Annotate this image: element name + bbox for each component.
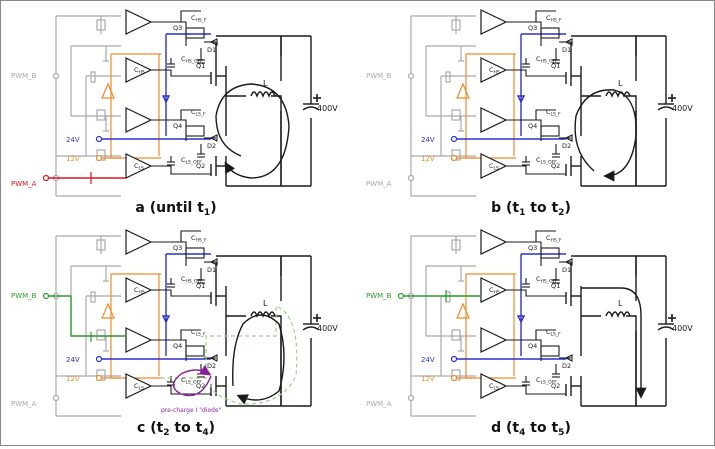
- label-d1: D1: [562, 46, 571, 54]
- label-q1: Q1: [551, 282, 560, 290]
- label-q4: Q4: [173, 342, 182, 350]
- label-d2: D2: [562, 362, 571, 370]
- label-chs-f: CHS_F: [546, 234, 562, 244]
- label-12v: 12V: [66, 155, 80, 163]
- label-chs-f: CHS_F: [546, 14, 562, 24]
- label-d2: D2: [562, 142, 571, 150]
- label-d1: D1: [207, 46, 216, 54]
- label-cls-f: CLS_F: [546, 108, 561, 118]
- panel-caption: b (t1 to t2): [491, 200, 571, 218]
- label-12v: 12V: [66, 375, 80, 383]
- label-q1: Q1: [551, 62, 560, 70]
- current-path-dashed: [161, 305, 298, 405]
- current-loop: [232, 314, 285, 405]
- label-inductor: L: [263, 299, 268, 308]
- label-q2: Q2: [551, 162, 560, 170]
- label-chs-f: CHS_F: [191, 234, 207, 244]
- label-cls-f: CLS_F: [191, 108, 206, 118]
- label-cls-off: CLS_OFF: [181, 376, 202, 386]
- label-chs-off: CHS_OFF: [536, 55, 558, 65]
- label-pwm-b: PWM_B: [366, 292, 392, 300]
- pwm-b-terminal: [42, 292, 50, 300]
- label-24v: 24V: [66, 136, 80, 144]
- precharge-loop: [172, 364, 212, 397]
- label-cls: CLS: [489, 162, 499, 172]
- label-bus-voltage: 400V: [672, 324, 693, 333]
- label-q4: Q4: [173, 122, 182, 130]
- label-chs-off: CHS_OFF: [181, 55, 203, 65]
- label-24v: 24V: [66, 356, 80, 364]
- label-chs-off: CHS_OFF: [536, 275, 558, 285]
- label-inductor: L: [263, 79, 268, 88]
- label-cls-f: CLS_F: [191, 328, 206, 338]
- label-chs-f: CHS_F: [191, 14, 207, 24]
- label-q1: Q1: [196, 62, 205, 70]
- label-q3: Q3: [173, 24, 182, 32]
- label-inductor: L: [618, 299, 623, 308]
- precharge-label: pre-charge I "diode": [161, 407, 222, 414]
- label-chs-off: CHS_OFF: [181, 275, 203, 285]
- label-d2: D2: [207, 142, 216, 150]
- label-chs: CHS: [134, 66, 145, 76]
- panel-caption: d (t4 to t5): [491, 420, 571, 438]
- pwm-a-terminal: [42, 174, 50, 182]
- pwm-b-wire: [46, 295, 126, 337]
- label-d2: D2: [207, 362, 216, 370]
- panel-caption: a (until t1): [135, 200, 216, 218]
- label-12v: 12V: [421, 375, 435, 383]
- label-bus-voltage: 400V: [672, 104, 693, 113]
- label-24v: 24V: [421, 136, 435, 144]
- label-q4: Q4: [528, 122, 537, 130]
- current-loop: [574, 89, 637, 182]
- label-cls: CLS: [489, 382, 499, 392]
- label-q3: Q3: [528, 24, 537, 32]
- label-bus-voltage: 400V: [317, 104, 338, 113]
- label-pwm-b: PWM_B: [11, 72, 37, 80]
- label-chs: CHS: [134, 286, 145, 296]
- label-chs: CHS: [489, 66, 500, 76]
- label-chs: CHS: [489, 286, 500, 296]
- label-cls-off: CLS_OFF: [181, 156, 202, 166]
- label-24v: 24V: [421, 356, 435, 364]
- label-12v: 12V: [421, 155, 435, 163]
- label-inductor: L: [618, 79, 623, 88]
- current-loop: [215, 83, 290, 179]
- label-pwm-a: PWM_A: [366, 400, 392, 408]
- label-pwm-b: PWM_B: [366, 72, 392, 80]
- label-cls-off: CLS_OFF: [536, 156, 557, 166]
- label-q4: Q4: [528, 342, 537, 350]
- label-pwm-a: PWM_A: [366, 180, 392, 188]
- label-d1: D1: [207, 266, 216, 274]
- label-cls-off: CLS_OFF: [536, 376, 557, 386]
- label-bus-voltage: 400V: [317, 324, 338, 333]
- label-cls: CLS: [134, 382, 144, 392]
- label-cls: CLS: [134, 162, 144, 172]
- label-q3: Q3: [528, 244, 537, 252]
- label-q2: Q2: [551, 382, 560, 390]
- pwm-b-terminal: [397, 292, 405, 300]
- panel-caption: c (t2 to t4): [137, 420, 215, 438]
- label-q2: Q2: [196, 162, 205, 170]
- label-cls-f: CLS_F: [546, 328, 561, 338]
- label-q1: Q1: [196, 282, 205, 290]
- label-d1: D1: [562, 266, 571, 274]
- panel-c: pre-charge I "diode" CHS_F CHS_OFF CHS CLS_F…: [11, 229, 338, 438]
- label-q2: Q2: [196, 382, 205, 390]
- label-q3: Q3: [173, 244, 182, 252]
- current-loop: [581, 287, 647, 399]
- label-pwm-a: PWM_A: [11, 400, 37, 408]
- label-pwm-b: PWM_B: [11, 292, 37, 300]
- label-pwm-a: PWM_A: [11, 180, 37, 188]
